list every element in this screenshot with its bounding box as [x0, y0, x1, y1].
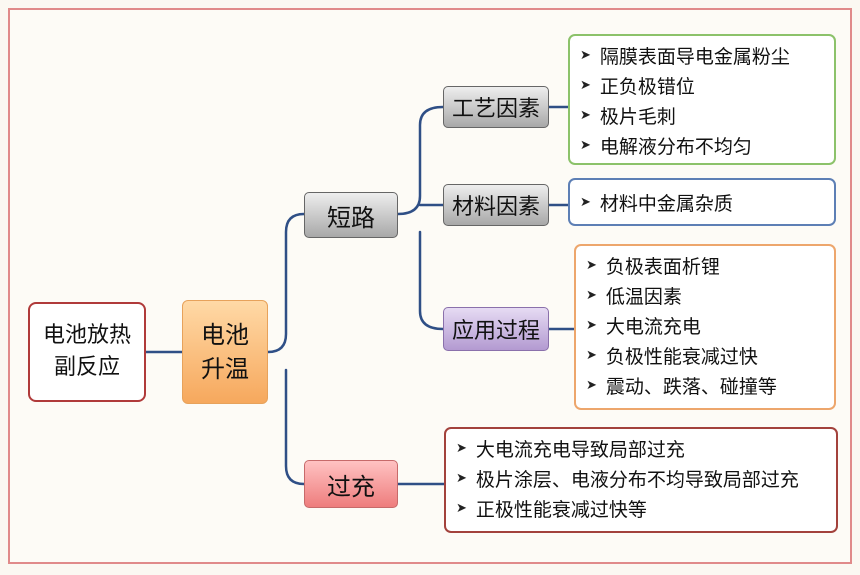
- list-item: ➤隔膜表面导电金属粉尘: [580, 45, 790, 68]
- list-item: ➤极片涂层、电液分布不均导致局部过充: [456, 468, 799, 491]
- root-line-2: 副反应: [53, 355, 120, 380]
- arrow-right-icon: ➤: [580, 107, 591, 123]
- process-factor-list: ➤隔膜表面导电金属粉尘 ➤正负极错位 ➤极片毛刺 ➤电解液分布不均匀: [568, 34, 836, 165]
- list-item: ➤材料中金属杂质: [580, 192, 733, 215]
- overcharge-list: ➤大电流充电导致局部过充 ➤极片涂层、电液分布不均导致局部过充 ➤正极性能衰减过…: [444, 427, 838, 533]
- arrow-right-icon: ➤: [586, 377, 597, 393]
- arrow-right-icon: ➤: [456, 500, 467, 516]
- arrow-right-icon: ➤: [586, 287, 597, 303]
- connector-rise-branches: [266, 212, 306, 486]
- list-item: ➤正负极错位: [580, 75, 695, 98]
- connector-short-children: [396, 105, 445, 331]
- rise-line-1: 电池: [201, 321, 249, 349]
- arrow-right-icon: ➤: [580, 194, 591, 210]
- list-item: ➤电解液分布不均匀: [580, 135, 752, 158]
- arrow-right-icon: ➤: [456, 440, 467, 456]
- arrow-right-icon: ➤: [580, 47, 591, 63]
- root-line-1: 电池放热: [42, 323, 131, 348]
- process-factor-node: 工艺因素: [443, 86, 549, 128]
- arrow-right-icon: ➤: [456, 470, 467, 486]
- arrow-right-icon: ➤: [586, 347, 597, 363]
- application-process-list: ➤负极表面析锂 ➤低温因素 ➤大电流充电 ➤负极性能衰减过快 ➤震动、跌落、碰撞…: [574, 244, 836, 410]
- arrow-right-icon: ➤: [586, 257, 597, 273]
- battery-temp-rise-node: 电池升温: [182, 300, 268, 404]
- list-item: ➤极片毛刺: [580, 105, 676, 128]
- list-item: ➤负极性能衰减过快: [586, 345, 758, 368]
- arrow-right-icon: ➤: [580, 137, 591, 153]
- short-circuit-node: 短路: [304, 192, 398, 238]
- arrow-right-icon: ➤: [586, 317, 597, 333]
- list-item: ➤大电流充电: [586, 315, 701, 338]
- root-node: 电池放热副反应: [28, 302, 146, 402]
- list-item: ➤大电流充电导致局部过充: [456, 438, 685, 461]
- rise-line-2: 升温: [201, 355, 249, 383]
- overcharge-node: 过充: [304, 460, 398, 508]
- list-item: ➤低温因素: [586, 285, 682, 308]
- material-factor-list: ➤材料中金属杂质: [568, 178, 836, 226]
- list-item: ➤负极表面析锂: [586, 255, 720, 278]
- application-process-node: 应用过程: [443, 307, 549, 351]
- material-factor-node: 材料因素: [443, 184, 549, 226]
- arrow-right-icon: ➤: [580, 77, 591, 93]
- list-item: ➤正极性能衰减过快等: [456, 498, 647, 521]
- list-item: ➤震动、跌落、碰撞等: [586, 375, 777, 398]
